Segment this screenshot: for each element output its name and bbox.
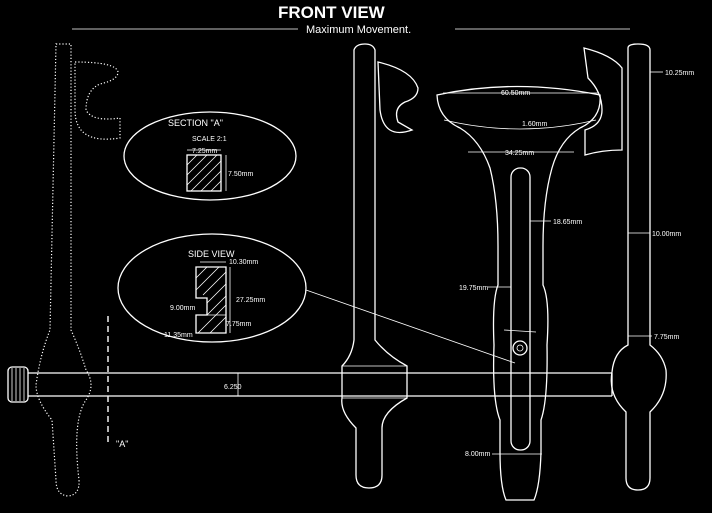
dim-arm-low: 7.75mm [654, 334, 679, 341]
center-clip [377, 61, 419, 134]
left-arm-ghost [35, 43, 92, 497]
side-view-leader [305, 289, 516, 364]
dim-slot-left: 19.75mm [459, 285, 488, 292]
dim-slot-right: 18.65mm [553, 219, 582, 226]
side-view-heading: SIDE VIEW [188, 249, 235, 259]
pivot-pin [512, 340, 528, 356]
slider-slot [510, 167, 531, 451]
horizontal-rod [28, 372, 613, 397]
dim-bottom-width: 8.00mm [465, 451, 490, 458]
section-a-hatch [186, 154, 222, 192]
section-a-heading: SECTION "A" [168, 118, 223, 128]
side-view-height: 27.25mm [236, 297, 265, 304]
rod-knob [7, 366, 29, 403]
side-view-hatch [195, 266, 227, 334]
dim-arm-mid: 10.00mm [652, 231, 681, 238]
rod-dimension: 6.250 [224, 384, 242, 391]
left-clip-ghost [74, 61, 121, 140]
side-view-base: 11.35mm [164, 332, 193, 339]
dim-neck-width: 34.25mm [505, 150, 534, 157]
right-clip [583, 47, 623, 156]
side-view-callout [117, 233, 307, 343]
section-a-callout [123, 111, 297, 201]
page-title: FRONT VIEW [278, 3, 386, 22]
side-view-inner: 9.00mm [170, 305, 195, 312]
dim-top-width: 60.50mm [501, 90, 530, 97]
slider-body [436, 85, 601, 501]
section-a-scale: SCALE 2:1 [192, 136, 227, 143]
section-a-height: 7.50mm [228, 171, 253, 178]
slider-top-curve [443, 119, 597, 130]
side-view-slot: 7.75mm [226, 321, 251, 328]
section-a-width: 7.25mm [192, 148, 217, 155]
side-view-top: 10.30mm [229, 259, 258, 266]
dim-arm-top: 10.25mm [665, 70, 694, 77]
dim-bridge: 1.60mm [522, 121, 547, 128]
page-subtitle: Maximum Movement. [306, 24, 411, 36]
center-arm [341, 43, 408, 489]
right-arm [610, 43, 667, 491]
section-marker: "A" [116, 439, 128, 449]
